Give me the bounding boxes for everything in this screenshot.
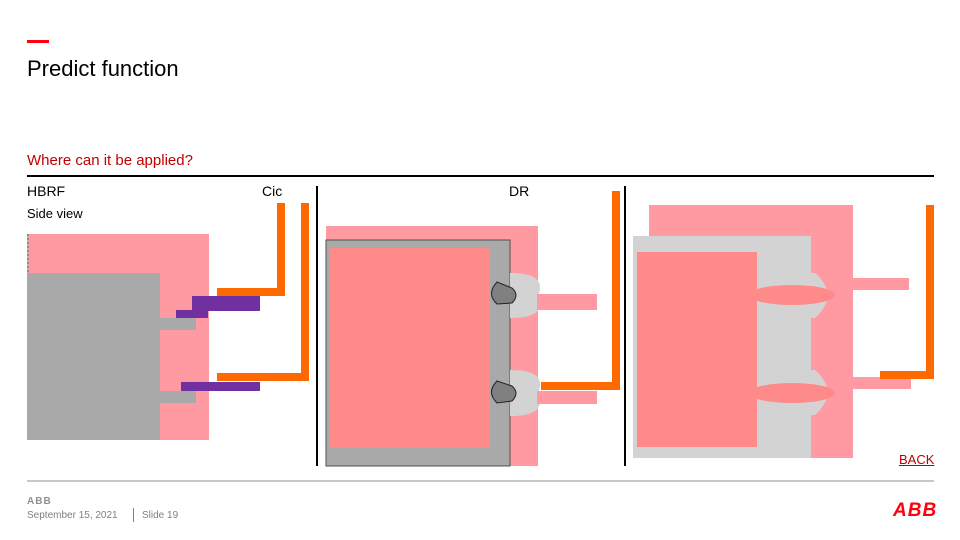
dr-conductor — [880, 205, 934, 379]
side-view-label: Side view — [27, 206, 83, 221]
hbrf-conductor-upper — [217, 203, 285, 296]
dr-finger-lower — [749, 383, 835, 403]
header-divider — [27, 175, 934, 177]
cic-illustration — [325, 191, 620, 467]
dr-finger-upper — [749, 285, 835, 305]
cic-finger-upper — [491, 281, 517, 305]
cic-contact-upper — [510, 273, 541, 318]
separator-1 — [316, 186, 318, 466]
column-label-cic: Cic — [262, 183, 283, 199]
footer-slide-number: Slide 19 — [142, 510, 179, 521]
cic-conductor — [541, 191, 620, 390]
hbrf-illustration — [27, 203, 309, 440]
title-accent-bar — [27, 40, 49, 43]
cic-finger-lower — [491, 380, 517, 404]
hbrf-breaker — [27, 273, 160, 440]
hbrf-purple-bar-upper-step — [176, 310, 208, 318]
dr-illustration — [633, 205, 934, 458]
cic-contact-lower — [510, 370, 541, 416]
cic-busbar-upper — [537, 294, 597, 310]
hbrf-contact-lower — [160, 391, 196, 403]
hbrf-purple-bar-upper — [192, 296, 260, 311]
footer-divider — [27, 480, 934, 482]
dr-breaker-body — [637, 252, 757, 447]
cic-breaker-body — [330, 248, 490, 448]
abb-logo: ABB — [893, 500, 938, 521]
dr-busbar-lower — [853, 377, 911, 389]
dr-busbar-upper — [853, 278, 909, 290]
column-label-dr: DR — [509, 183, 530, 199]
back-link[interactable]: BACK — [899, 452, 935, 467]
page-title: Predict function — [27, 56, 179, 81]
column-label-hbrf: HBRF — [27, 183, 66, 199]
hbrf-contact-upper — [160, 318, 196, 330]
cic-busbar-lower — [537, 391, 597, 404]
section-subtitle: Where can it be applied? — [27, 152, 193, 169]
separator-2 — [624, 186, 626, 466]
footer-separator — [133, 508, 134, 522]
hbrf-purple-bar-lower — [181, 382, 260, 391]
footer-small-logo: ABB — [27, 496, 52, 507]
hbrf-conductor-lower — [217, 203, 309, 381]
footer-date: September 15, 2021 — [27, 510, 118, 521]
